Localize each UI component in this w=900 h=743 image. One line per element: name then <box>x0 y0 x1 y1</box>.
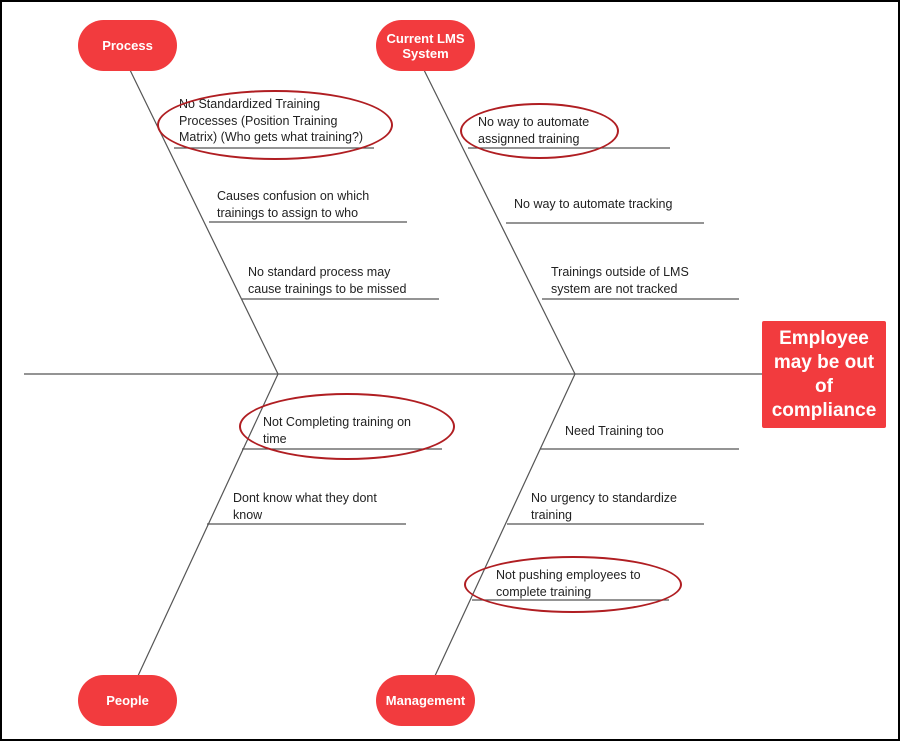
highlight-ring <box>239 393 455 460</box>
highlight-ring <box>460 103 619 159</box>
category-current-lms-system: Current LMS System <box>376 20 475 71</box>
cause-management-2: No urgency to standardize training <box>531 491 677 522</box>
bone-lms <box>423 69 576 375</box>
cause-lms-3: Trainings outside of LMS system are not … <box>551 265 689 296</box>
highlight-ring <box>464 556 682 613</box>
cause-management-1: Need Training too <box>565 424 664 438</box>
category-lms-label: Current LMS System <box>386 30 465 61</box>
category-management-label: Management <box>385 693 466 708</box>
cause-lms-2: No way to automate tracking <box>514 197 673 211</box>
category-people-label: People <box>106 693 149 708</box>
effect-box: Employee may be out of compliance <box>762 321 886 428</box>
category-management: Management <box>376 675 475 726</box>
cause-process-3: No standard process may cause trainings … <box>248 265 407 296</box>
effect-label: Employee may be out of compliance <box>771 327 877 421</box>
bone-process <box>129 69 279 375</box>
category-people: People <box>78 675 177 726</box>
highlight-ring <box>157 90 393 160</box>
bone-management <box>433 373 576 679</box>
cause-process-2: Causes confusion on which trainings to a… <box>217 189 370 220</box>
category-process: Process <box>78 20 177 71</box>
category-process-label: Process <box>102 38 153 53</box>
cause-people-2: Dont know what they dont know <box>233 491 377 522</box>
